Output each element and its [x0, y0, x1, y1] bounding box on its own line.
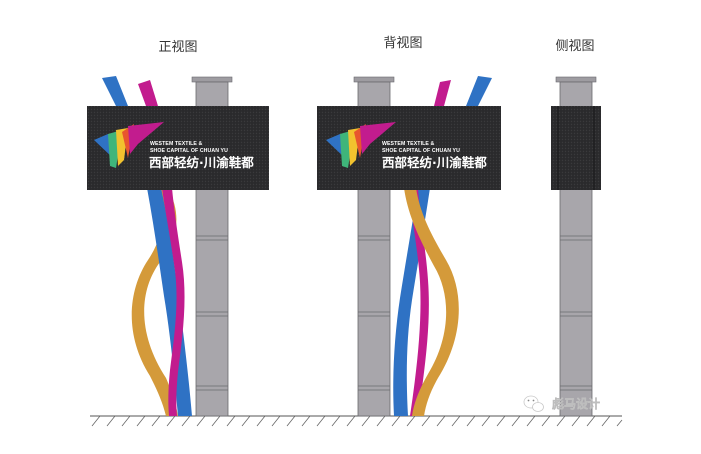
watermark-text: 彪马设计	[552, 396, 600, 411]
sign-english-line2: SHOE CAPITAL OF CHUAN YU	[150, 148, 228, 154]
blue-ribbon-lower	[147, 188, 192, 416]
ground-line	[90, 415, 623, 427]
front-sign-panel: WESTEM TEXTILE & SHOE CAPITAL OF CHUAN Y…	[87, 106, 269, 190]
front-view: WESTEM TEXTILE & SHOE CAPITAL OF CHUAN Y…	[87, 76, 269, 417]
magenta-ribbon-lower	[162, 188, 185, 416]
back-view: WESTEM TEXTILE & SHOE CAPITAL OF CHUAN Y…	[317, 76, 501, 417]
gold-ribbon	[404, 188, 459, 416]
sign-english-line2: SHOE CAPITAL OF CHUAN YU	[382, 148, 460, 154]
sign-chinese-text: 西部轻纺·川渝鞋都	[382, 155, 487, 170]
back-sign-panel: WESTEM TEXTILE & SHOE CAPITAL OF CHUAN Y…	[317, 106, 501, 190]
sign-english-line1: WESTEM TEXTILE &	[382, 141, 434, 147]
side-view	[551, 76, 601, 417]
back-view-title: 背视图	[383, 36, 422, 51]
side-sign-panel	[551, 106, 601, 190]
brand-logo-mark	[326, 122, 396, 168]
brand-logo-mark	[94, 122, 164, 168]
blue-ribbon	[466, 76, 492, 106]
magenta-ribbon	[138, 80, 158, 106]
watermark: 彪马设计	[523, 395, 600, 412]
magenta-ribbon	[434, 80, 451, 106]
side-view-title: 侧视图	[555, 39, 594, 54]
sign-english-line1: WESTEM TEXTILE &	[150, 141, 202, 147]
blue-ribbon	[102, 76, 128, 106]
sign-chinese-text: 西部轻纺·川渝鞋都	[149, 155, 254, 170]
wechat-icon	[523, 395, 544, 412]
front-view-title: 正视图	[158, 40, 197, 55]
